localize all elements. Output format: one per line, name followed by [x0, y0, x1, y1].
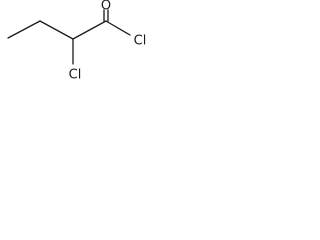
bond-c4-c3 — [7, 20, 41, 39]
skeletal-formula — [7, 9, 131, 65]
carbonyl-oxygen-label: O — [100, 0, 112, 14]
bond-c3-c2 — [39, 20, 74, 40]
structure-canvas: O Cl Cl — [0, 0, 154, 118]
alpha-chlorine-label: Cl — [68, 67, 82, 83]
bond-c1-cl — [105, 20, 131, 36]
bond-c2-c1 — [72, 20, 107, 40]
acyl-chlorine-label: Cl — [133, 33, 147, 49]
